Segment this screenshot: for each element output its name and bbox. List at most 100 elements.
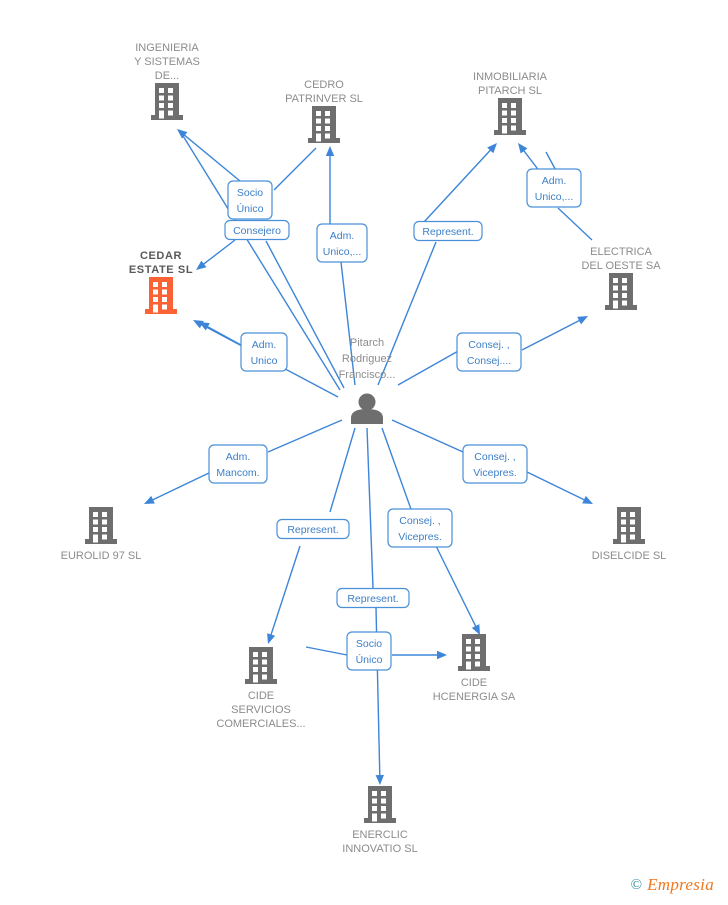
arrow-head <box>144 495 155 504</box>
relation-label[interactable]: Adm. Unico,... <box>316 223 368 263</box>
svg-text:CEDAR: CEDAR <box>140 250 182 262</box>
svg-text:ENERCLIC: ENERCLIC <box>352 829 408 841</box>
arrow-head <box>471 624 480 635</box>
relation-label[interactable]: Represent. <box>336 587 410 609</box>
edge <box>381 427 413 513</box>
edge <box>196 239 236 270</box>
relation-label[interactable]: Consej. ,Vicepres. <box>387 508 453 548</box>
svg-text:CIDE: CIDE <box>461 677 487 689</box>
svg-text:INMOBILIARIA: INMOBILIARIA <box>473 71 548 83</box>
edge <box>273 147 317 191</box>
building-icon <box>151 83 183 120</box>
company-node[interactable]: DISELCIDE SL <box>592 507 667 562</box>
svg-text:Rodriguez: Rodriguez <box>342 353 392 365</box>
arrow-head <box>199 322 210 331</box>
svg-text:DEL OESTE SA: DEL OESTE SA <box>581 260 661 272</box>
svg-text:Unico,...: Unico,... <box>535 191 574 203</box>
building-icon <box>245 647 277 684</box>
company-node[interactable]: CEDAR ESTATE SL <box>129 250 193 314</box>
relation-label[interactable]: Consej. , Vicepres. <box>462 444 528 484</box>
edge <box>305 646 348 656</box>
cide-serv-label: CIDESERVICIOSCOMERCIALES... <box>216 690 305 730</box>
svg-text:Represent.: Represent. <box>422 226 473 238</box>
edge <box>199 322 242 346</box>
relation-label[interactable]: Adm.Unico <box>240 332 288 372</box>
company-node[interactable]: EUROLID 97 SL <box>61 507 142 562</box>
eurolid-label: EUROLID 97 SL <box>61 550 142 562</box>
svg-text:Vicepres.: Vicepres. <box>473 467 517 479</box>
building-icon <box>458 634 490 671</box>
svg-text:Consejero: Consejero <box>233 225 281 237</box>
edge <box>329 427 356 513</box>
svg-text:Único: Único <box>356 653 383 666</box>
person-node-label: PitarchRodriguezFrancisco... <box>339 337 396 381</box>
svg-text:Socio: Socio <box>356 638 382 650</box>
person-icon <box>351 393 383 424</box>
svg-text:Unico,...: Unico,... <box>323 246 362 258</box>
edge <box>392 650 447 660</box>
building-icon <box>364 786 396 823</box>
building-icon-accent <box>145 277 177 314</box>
svg-text:Adm.: Adm. <box>252 339 277 351</box>
relation-label[interactable]: Adm.Mancom. <box>208 444 268 484</box>
building-icon <box>308 106 340 143</box>
svg-text:Consej. ,: Consej. , <box>474 451 515 463</box>
edge <box>435 545 480 635</box>
edge <box>518 143 541 173</box>
arrow-head <box>267 633 276 644</box>
arrow-head <box>582 495 593 504</box>
svg-text:Adm.: Adm. <box>330 230 355 242</box>
relation-label[interactable]: Represent. <box>276 518 350 540</box>
svg-text:Socio: Socio <box>237 187 263 199</box>
relation-label[interactable]: Consej. ,Consej.... <box>456 332 522 372</box>
edge <box>526 471 593 504</box>
arrow-head <box>325 146 335 156</box>
edges-layer <box>144 129 593 785</box>
svg-text:Vicepres.: Vicepres. <box>398 531 442 543</box>
svg-text:DISELCIDE SL: DISELCIDE SL <box>592 550 667 562</box>
relation-label[interactable]: Represent. <box>413 220 483 242</box>
arrow-head <box>487 143 497 154</box>
relation-label[interactable]: Adm. Unico,... <box>526 168 582 208</box>
arrow-head <box>437 650 447 660</box>
edge <box>179 130 341 391</box>
edge <box>391 419 464 453</box>
arrow-head <box>518 143 528 154</box>
svg-text:Represent.: Represent. <box>287 524 338 536</box>
edge <box>366 427 374 589</box>
arrow-head <box>196 260 207 270</box>
arrow-head <box>375 774 384 785</box>
company-node[interactable]: CIDESERVICIOSCOMERCIALES... <box>216 647 306 730</box>
svg-text:HCENERGIA SA: HCENERGIA SA <box>433 691 516 703</box>
svg-text:Consej. ,: Consej. , <box>468 339 509 351</box>
edge <box>267 419 343 453</box>
svg-text:Único: Único <box>237 202 264 215</box>
building-icon <box>494 98 526 135</box>
cedar-label: CEDAR ESTATE SL <box>129 250 193 276</box>
svg-text:Adm.: Adm. <box>542 175 567 187</box>
edge <box>557 207 593 241</box>
company-node[interactable]: CIDE HCENERGIA SA <box>433 634 516 703</box>
svg-text:Pitarch: Pitarch <box>350 337 384 349</box>
edge <box>521 316 588 351</box>
relation-label[interactable]: Consejero <box>224 219 290 241</box>
svg-text:Represent.: Represent. <box>347 593 398 605</box>
edge <box>377 241 437 386</box>
svg-text:Y SISTEMAS: Y SISTEMAS <box>134 56 200 68</box>
person-node[interactable]: PitarchRodriguezFrancisco... <box>339 337 396 424</box>
svg-text:Francisco...: Francisco... <box>339 369 396 381</box>
svg-text:ESTATE SL: ESTATE SL <box>129 264 193 276</box>
building-icon <box>613 507 645 544</box>
